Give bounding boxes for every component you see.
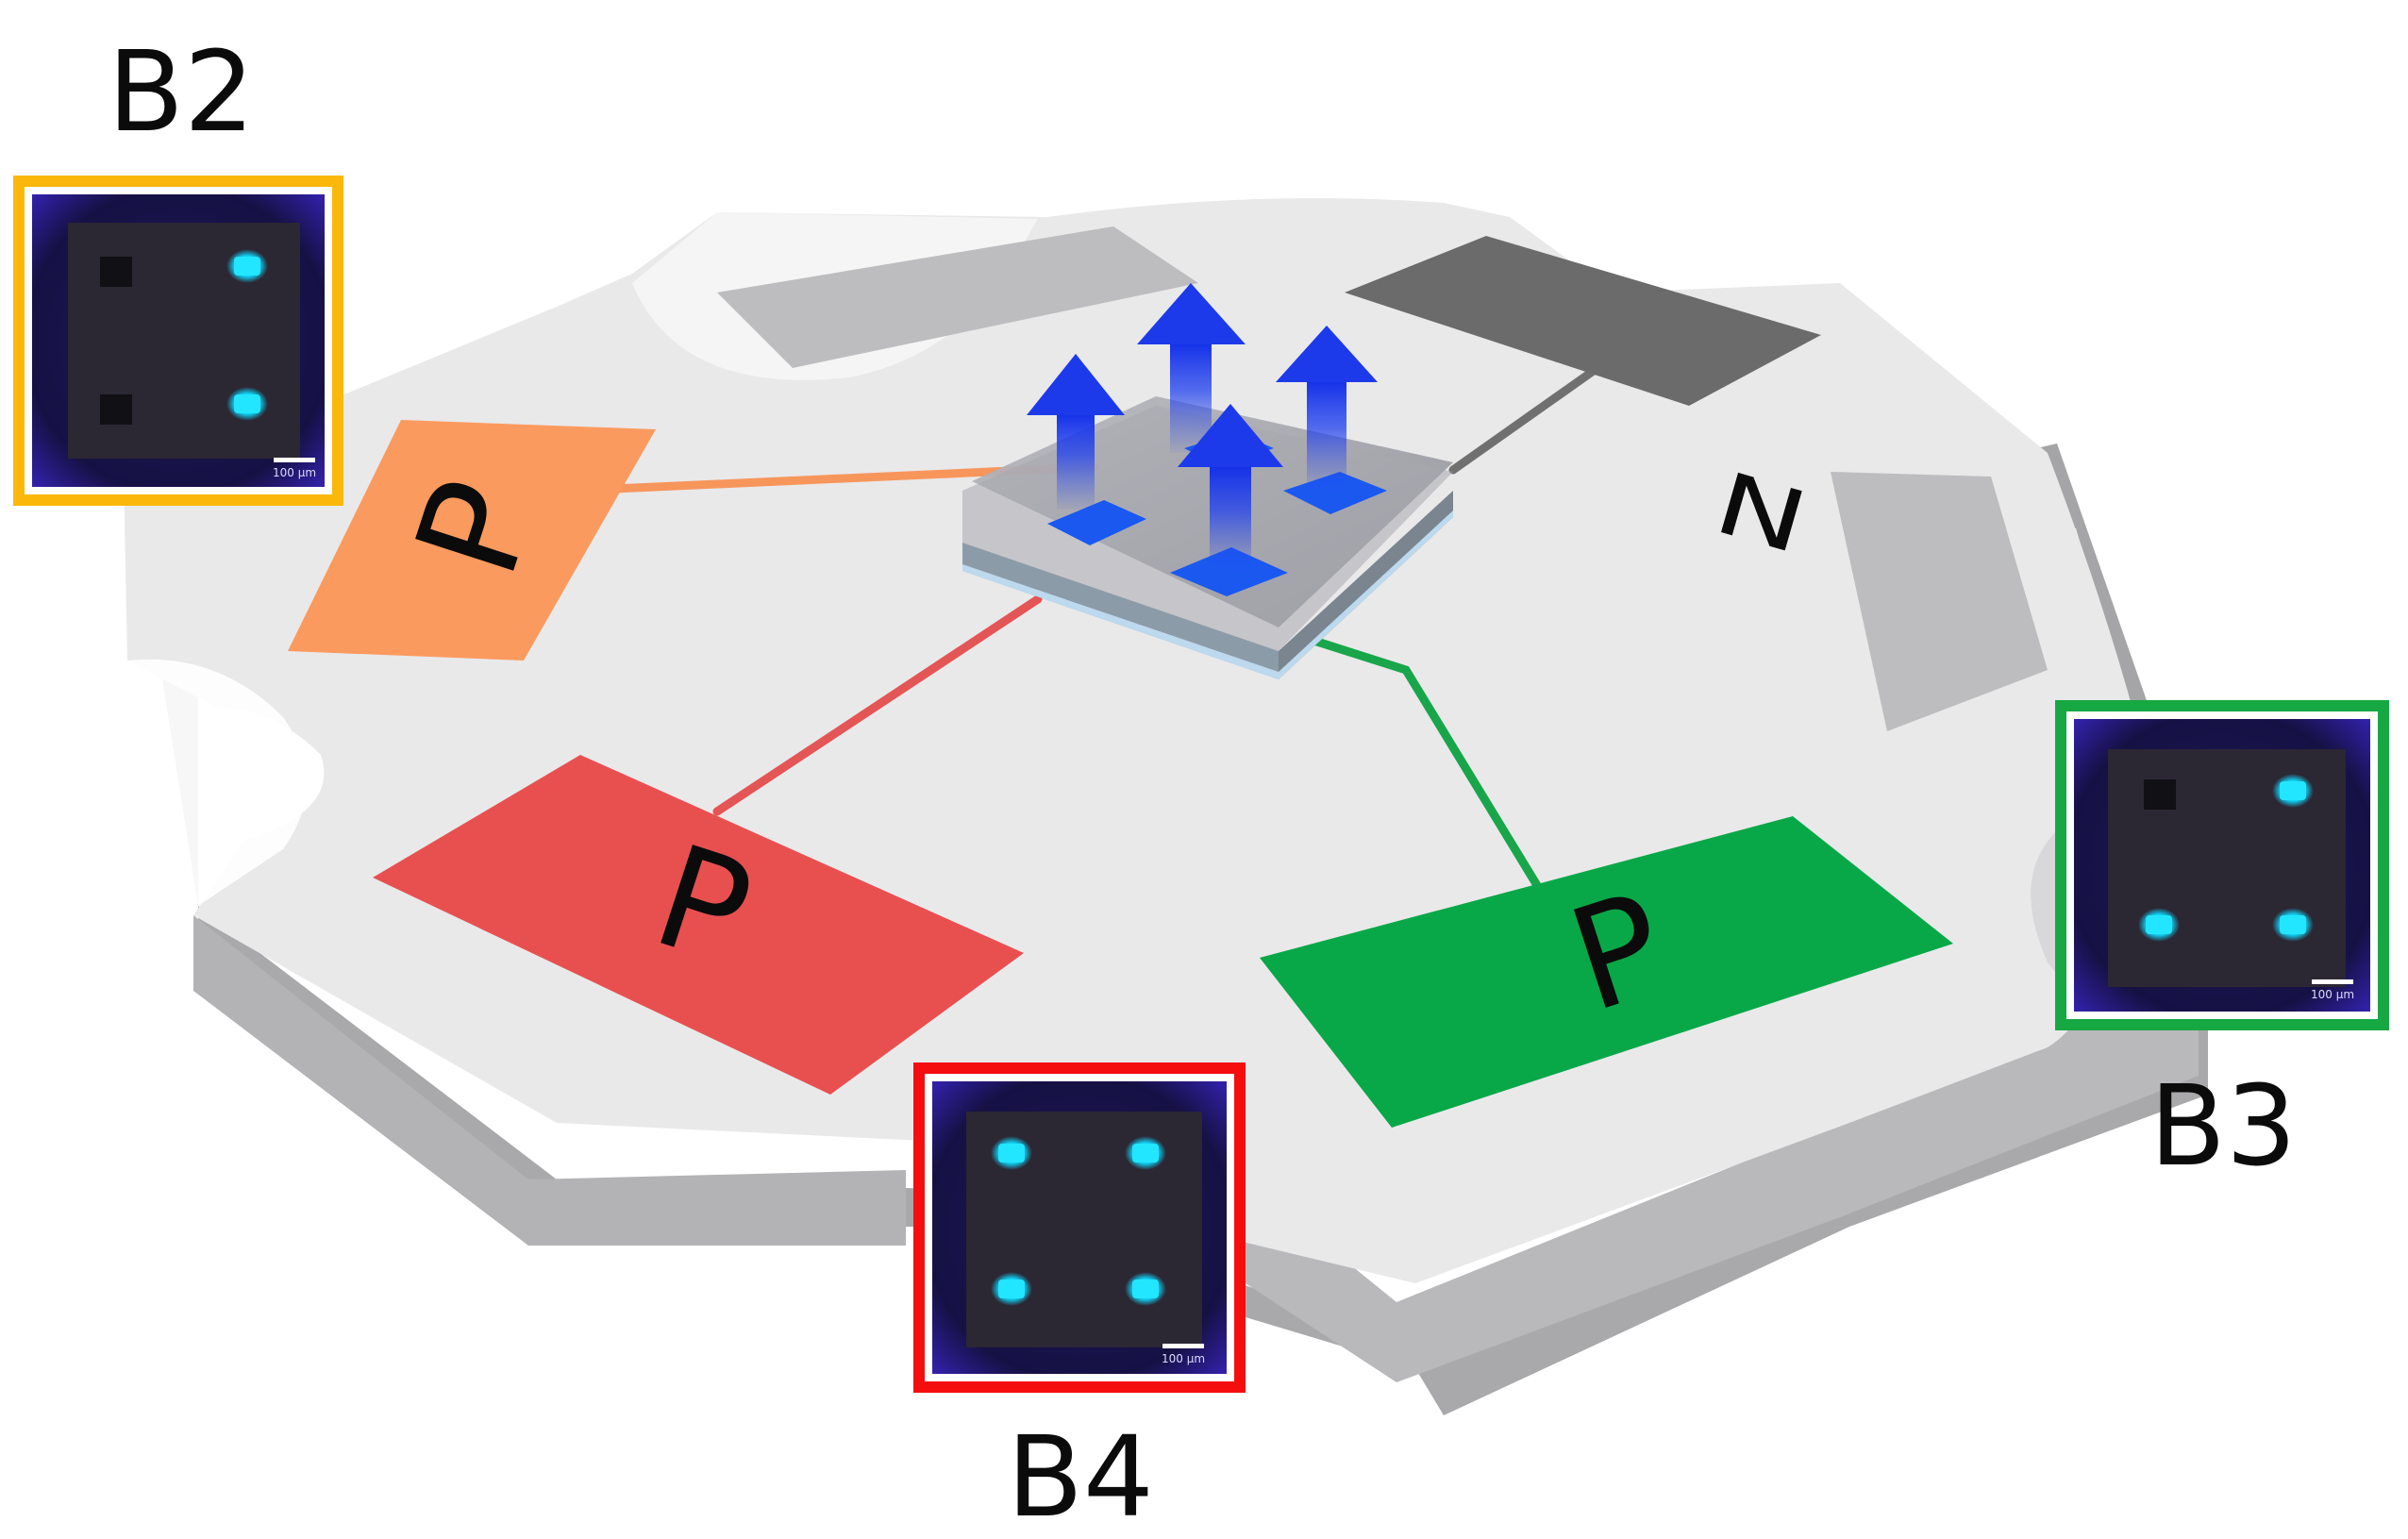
grey-pad-top [717,226,1198,368]
board-side-front [193,915,906,1246]
label-b3: B3 [2149,1061,2297,1191]
board-side-right [1934,443,2199,953]
scale-bar-b4: 100 µm [1162,1352,1205,1365]
board-notch-left [127,659,307,906]
scale-bar-b2: 100 µm [273,466,316,479]
label-b4: B4 [1007,1412,1154,1539]
trace-green [1297,632,1543,892]
up-arrow-icon [1276,326,1378,491]
grey-pad-right [1831,472,2048,731]
up-arrow-icon [1178,404,1283,571]
emission-arrows [1027,283,1378,571]
pad-green: P [1260,816,1953,1128]
micrograph-b3: 100 µm [2055,700,2389,1030]
scale-bar-b3: 100 µm [2311,988,2354,1001]
trace-red [712,594,1043,816]
up-arrow-icon [1027,354,1125,510]
trace-dark [1448,359,1609,475]
micrograph-b4: 100 µm [913,1062,1246,1393]
chip-window-2 [1170,547,1288,596]
pad-red: P [373,755,1024,1095]
chip-window-1 [1047,500,1146,545]
micrograph-b2: 100 µm [13,176,343,506]
pad-orange: P [288,420,656,661]
up-arrow-icon [1137,283,1246,453]
label-b2: B2 [108,26,255,157]
